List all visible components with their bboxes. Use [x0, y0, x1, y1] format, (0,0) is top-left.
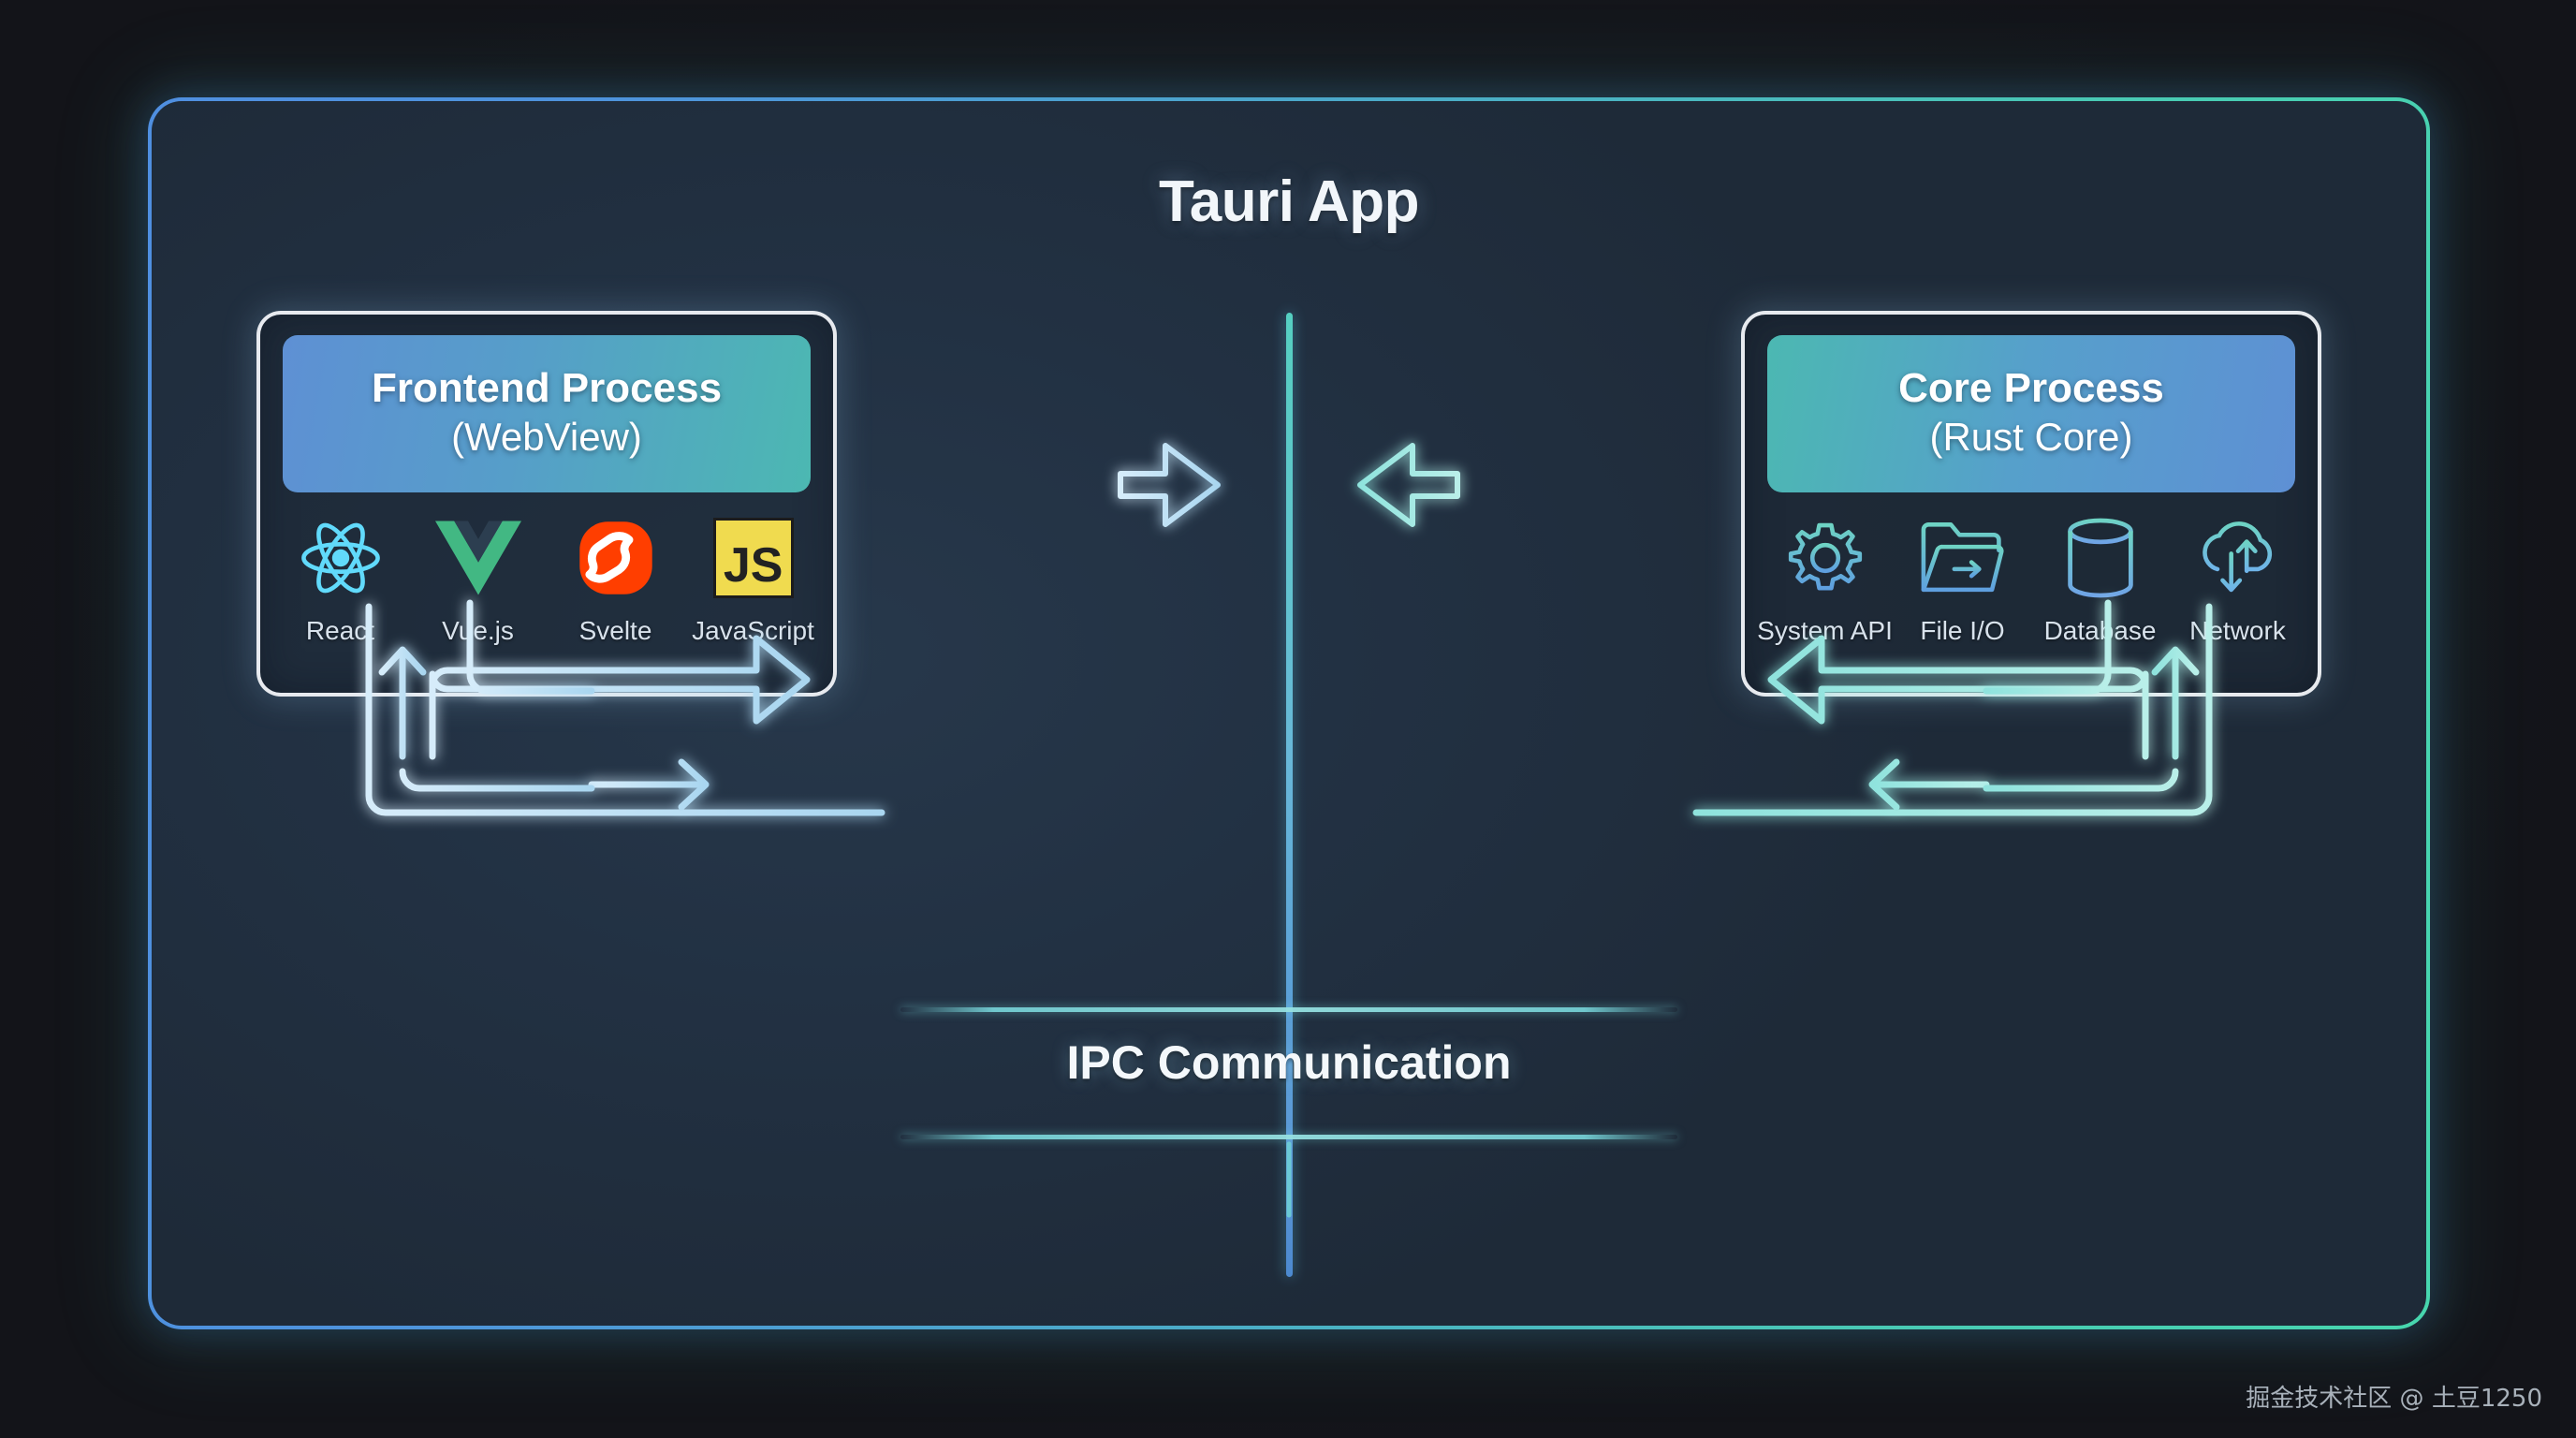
tech-item-svelte[interactable]: Svelte — [547, 513, 684, 646]
core-header-line2: (Rust Core) — [1929, 414, 2133, 459]
gear-icon — [1782, 513, 1868, 603]
ipc-rail-bottom — [900, 1135, 1677, 1139]
vue-icon — [434, 513, 521, 603]
frontend-process-panel: Frontend Process (WebView) — [256, 311, 837, 697]
frontend-header-line2: (WebView) — [451, 414, 642, 459]
frontend-process-header: Frontend Process (WebView) — [283, 335, 811, 492]
capability-label-file-io: File I/O — [1920, 616, 2005, 645]
ipc-rail-top — [900, 1007, 1677, 1012]
tauri-app-panel: Tauri App Frontend Process (WebView) — [152, 101, 2426, 1326]
capability-label-network: Network — [2189, 616, 2286, 645]
tech-label-vue: Vue.js — [442, 616, 514, 645]
tech-label-react: React — [305, 616, 375, 645]
process-divider-line — [1285, 313, 1293, 1277]
ipc-communication-label: IPC Communication — [1066, 1036, 1512, 1089]
javascript-icon: JS — [712, 513, 794, 603]
tech-item-javascript[interactable]: JS JavaScript — [684, 513, 822, 646]
capability-item-database[interactable]: Database — [2031, 513, 2169, 646]
tauri-app-frame: Tauri App Frontend Process (WebView) — [148, 97, 2430, 1329]
tech-item-vue[interactable]: Vue.js — [409, 513, 547, 646]
tech-label-svelte: Svelte — [578, 616, 652, 645]
core-process-header: Core Process (Rust Core) — [1767, 335, 2295, 492]
frontend-tech-list: React Vue.js — [271, 513, 822, 683]
watermark: 掘金技术社区 @ 土豆1250 — [2246, 1385, 2542, 1413]
page-title: Tauri App — [1159, 169, 1419, 234]
svelte-icon — [575, 513, 657, 603]
capability-label-database: Database — [2043, 616, 2157, 645]
folder-icon — [1918, 513, 2008, 603]
core-header-line1: Core Process — [1898, 364, 2164, 411]
capability-label-system-api: System API — [1757, 616, 1893, 645]
frontend-header-line1: Frontend Process — [371, 364, 723, 411]
tech-label-javascript: JavaScript — [692, 616, 814, 645]
capability-item-system-api[interactable]: System API — [1756, 513, 1894, 646]
capability-item-file-io[interactable]: File I/O — [1894, 513, 2031, 646]
core-capability-list: System API — [1756, 513, 2306, 683]
database-icon — [2063, 513, 2138, 603]
react-icon — [298, 513, 384, 603]
tech-item-react[interactable]: React — [271, 513, 409, 646]
cloud-sync-icon — [2193, 513, 2283, 603]
capability-item-network[interactable]: Network — [2169, 513, 2306, 646]
core-process-panel: Core Process (Rust Core) — [1741, 311, 2321, 697]
arrow-core-to-frontend — [1357, 443, 1460, 527]
arrow-frontend-to-core — [1118, 443, 1221, 527]
